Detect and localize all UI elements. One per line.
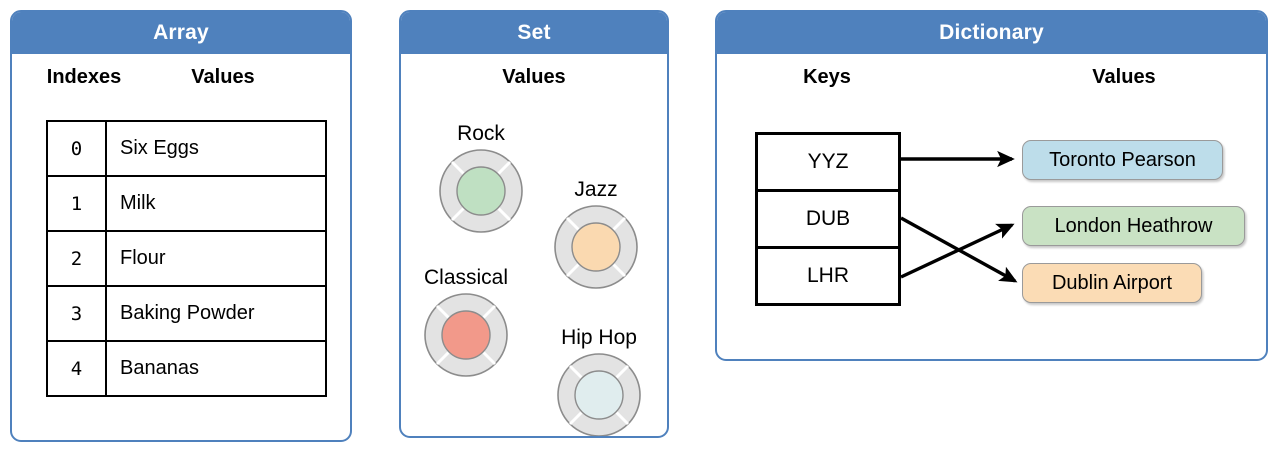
array-indexes-caption: Indexes — [46, 66, 122, 88]
table-row: YYZ — [755, 132, 901, 192]
dictionary-keys-table: YYZ DUB LHR — [755, 132, 901, 306]
dictionary-key-cell: LHR — [755, 246, 901, 306]
vinyl-disc-icon — [439, 149, 523, 233]
set-panel: Set Values Rock Jazz — [399, 10, 669, 438]
table-row: 4 Bananas — [46, 340, 327, 397]
vinyl-disc-icon — [424, 293, 508, 377]
vinyl-disc-icon — [557, 353, 641, 436]
array-index-cell: 4 — [46, 340, 107, 397]
dictionary-key-cell: YYZ — [755, 132, 901, 192]
dictionary-panel: Dictionary Keys Values YYZ DUB LHR — [715, 10, 1268, 361]
dictionary-value-pill-london-heathrow: London Heathrow — [1022, 206, 1245, 246]
array-values-caption: Values — [191, 66, 255, 88]
array-panel-body: Indexes Values 0 Six Eggs 1 Milk 2 Flour… — [12, 54, 350, 440]
table-row: DUB — [755, 189, 901, 249]
set-item-hip-hop: Hip Hop — [556, 326, 642, 436]
set-item-classical: Classical — [423, 266, 509, 378]
set-item-jazz: Jazz — [553, 178, 639, 290]
dictionary-keys-caption: Keys — [803, 66, 851, 88]
array-index-cell: 2 — [46, 230, 107, 287]
set-item-rock: Rock — [438, 122, 524, 234]
set-panel-title: Set — [401, 12, 667, 54]
table-row: 2 Flour — [46, 230, 327, 287]
arrow-lhr-to-london-heathrow — [900, 223, 1015, 279]
set-item-label: Classical — [423, 266, 509, 289]
set-values-caption: Values — [502, 66, 566, 88]
vinyl-disc-icon — [554, 205, 638, 289]
array-table: 0 Six Eggs 1 Milk 2 Flour 3 Baking Powde… — [46, 120, 327, 397]
dictionary-value-pill-dublin-airport: Dublin Airport — [1022, 263, 1202, 303]
set-panel-body: Values Rock Jazz — [401, 54, 667, 436]
array-value-cell: Bananas — [105, 340, 327, 397]
array-index-cell: 1 — [46, 175, 107, 232]
table-row: 1 Milk — [46, 175, 327, 232]
dictionary-value-pill-toronto-pearson: Toronto Pearson — [1022, 140, 1223, 180]
array-panel: Array Indexes Values 0 Six Eggs 1 Milk 2… — [10, 10, 352, 442]
dictionary-panel-body: Keys Values YYZ DUB LHR — [717, 54, 1266, 359]
array-value-cell: Milk — [105, 175, 327, 232]
arrow-dub-to-dublin-airport — [900, 216, 1018, 283]
array-value-cell: Baking Powder — [105, 285, 327, 342]
array-index-cell: 0 — [46, 120, 107, 177]
array-panel-title: Array — [12, 12, 350, 54]
table-row: 0 Six Eggs — [46, 120, 327, 177]
dictionary-panel-title: Dictionary — [717, 12, 1266, 54]
set-item-label: Jazz — [574, 178, 618, 201]
set-item-label: Rock — [457, 122, 505, 145]
dictionary-key-cell: DUB — [755, 189, 901, 249]
array-value-cell: Six Eggs — [105, 120, 327, 177]
array-index-cell: 3 — [46, 285, 107, 342]
array-value-cell: Flour — [105, 230, 327, 287]
dictionary-values-caption: Values — [1092, 66, 1156, 88]
set-item-label: Hip Hop — [561, 326, 637, 349]
table-row: 3 Baking Powder — [46, 285, 327, 342]
table-row: LHR — [755, 246, 901, 306]
